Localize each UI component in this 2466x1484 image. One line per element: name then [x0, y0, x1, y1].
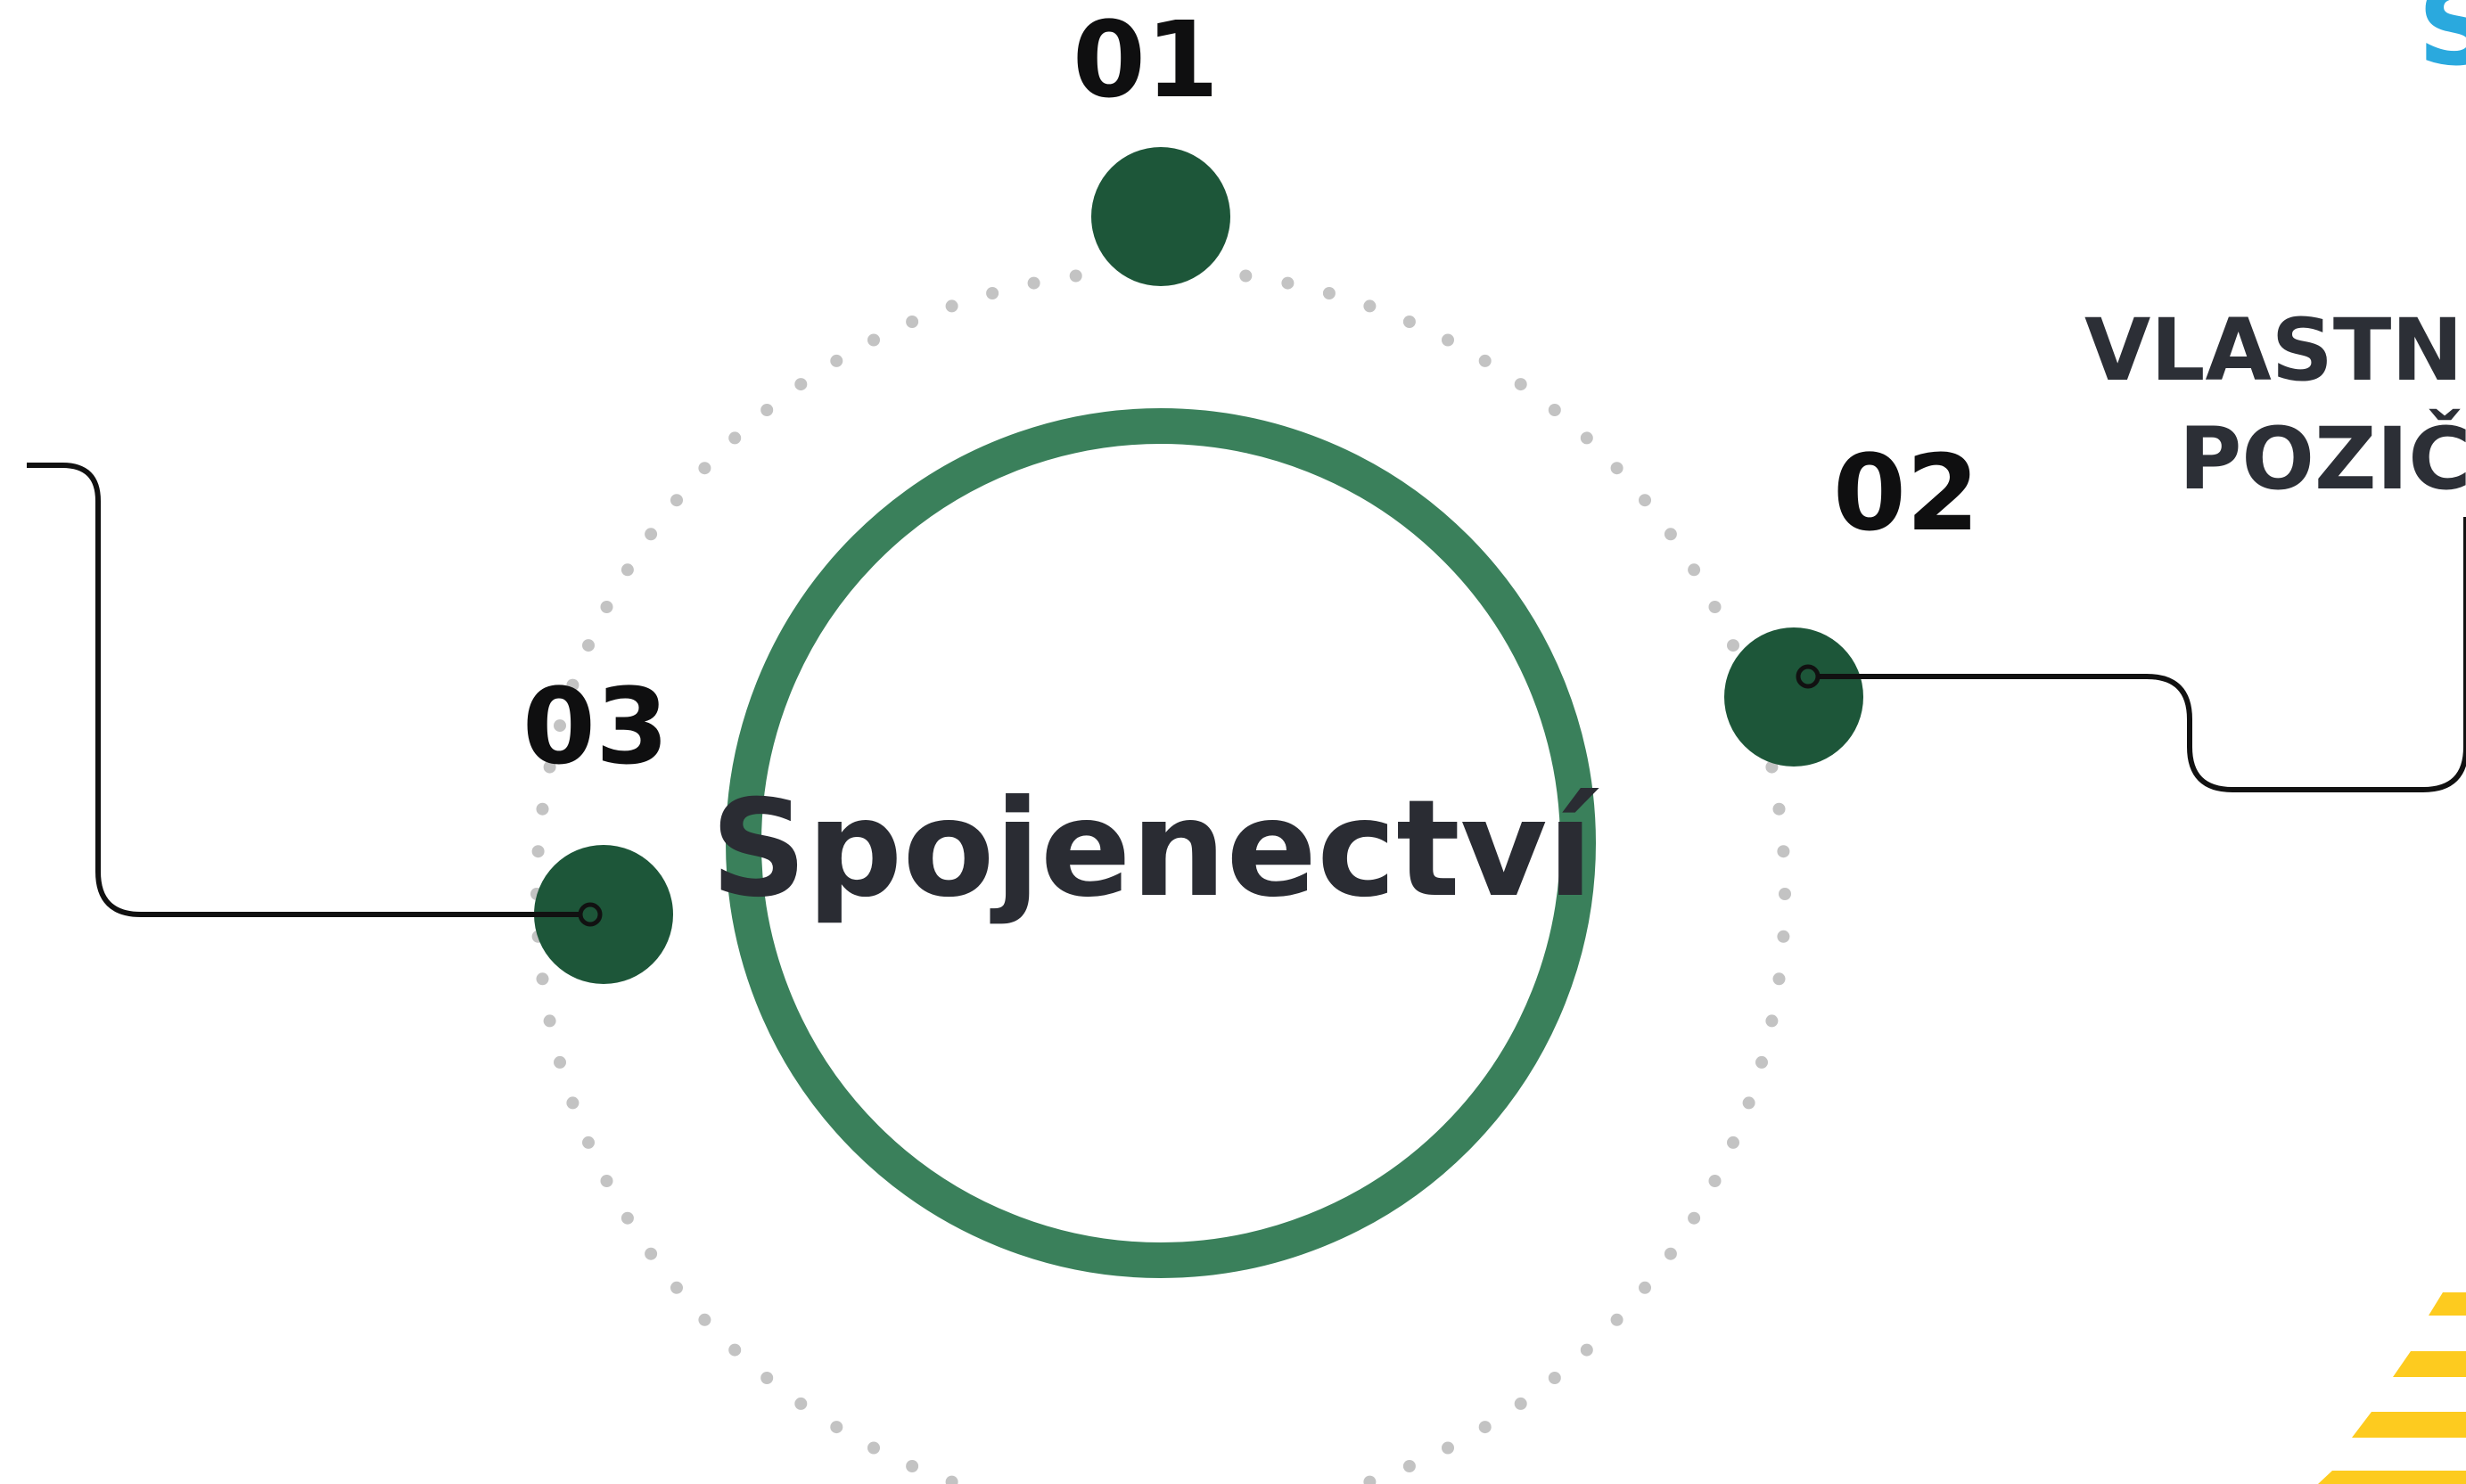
orbit-dot — [1688, 1211, 1701, 1225]
step-number-03: 03 — [522, 665, 669, 788]
center-ring — [726, 408, 1596, 1278]
orbit-dot — [566, 1096, 580, 1110]
orbit-dot — [1765, 1014, 1779, 1028]
orbit-dot — [1639, 494, 1651, 507]
orbit-dot — [1281, 276, 1295, 290]
orbit-dot — [906, 1460, 919, 1472]
orbit-dot — [728, 431, 742, 445]
orbit-dot — [728, 1343, 742, 1357]
orbit-dot — [1610, 462, 1623, 475]
orbit-dot — [645, 1247, 658, 1260]
orbit-dot — [1514, 378, 1527, 391]
orbit-dot — [830, 354, 843, 367]
orbit-dot — [645, 528, 658, 541]
orbit-dot — [1772, 972, 1786, 986]
orbit-dot — [1639, 1281, 1651, 1294]
orbit-dot — [1322, 287, 1336, 299]
step-node-01 — [1091, 147, 1230, 286]
step-node-03 — [534, 845, 673, 984]
center-title: Spojenectví — [711, 772, 1600, 927]
orbit-dot — [566, 678, 580, 692]
orbit-dot — [1363, 1475, 1377, 1484]
connector-03-anchor — [578, 902, 603, 927]
orbit-dot — [1755, 1055, 1768, 1069]
orbit-dot — [1478, 1421, 1492, 1434]
orbit-dot — [600, 1175, 613, 1187]
step-number-02: 02 — [1833, 431, 1979, 554]
orbit-dot — [531, 845, 545, 858]
orbit-dot — [794, 1397, 808, 1410]
corner-letter: S — [2418, 0, 2466, 90]
orbit-dot — [1727, 1136, 1739, 1149]
orbit-dot — [1708, 1175, 1722, 1187]
orbit-dot — [536, 802, 549, 816]
step-label-02-line1: VLASTNĚ — [2084, 299, 2466, 400]
orbit-dot — [1610, 1313, 1623, 1326]
orbit-dot — [1239, 269, 1253, 283]
orbit-dot — [1777, 930, 1790, 943]
orbit-dot — [670, 1281, 683, 1294]
orbit-dot — [1708, 601, 1722, 613]
orbit-dot — [830, 1421, 843, 1434]
orbit-dot — [760, 404, 774, 416]
orbit-dot — [760, 1372, 774, 1384]
orbit-dot — [1664, 1247, 1677, 1260]
orbit-dot — [1580, 1343, 1593, 1357]
orbit-dot — [1727, 639, 1739, 652]
orbit-dot — [1742, 1096, 1755, 1110]
orbit-dot — [1779, 888, 1791, 900]
orbit-dot — [554, 719, 566, 733]
orbit-dot — [1664, 528, 1677, 541]
orbit-dot — [1548, 1372, 1561, 1384]
orbit-dot — [1363, 299, 1377, 313]
orbit-dot — [554, 1055, 566, 1069]
orbit-dot — [867, 333, 880, 347]
orbit-dot — [945, 1475, 958, 1484]
connector-03 — [27, 463, 590, 917]
orbit-dot — [698, 462, 711, 475]
orbit-dot — [1402, 1460, 1416, 1472]
orbit-dot — [1069, 269, 1082, 283]
orbit-dot — [543, 1014, 556, 1028]
orbit-dot — [945, 299, 958, 313]
yellow-stripes-decoration — [2318, 1292, 2466, 1484]
orbit-dot — [621, 563, 634, 577]
orbit-dot — [582, 639, 595, 652]
connector-02 — [1808, 517, 2466, 792]
orbit-dot — [1688, 563, 1701, 577]
orbit-dot — [1442, 333, 1454, 347]
orbit-dot — [986, 287, 999, 299]
orbit-dot — [794, 378, 808, 391]
step-label-02-line2: POZIČ — [2179, 408, 2466, 509]
orbit-dot — [600, 601, 613, 613]
orbit-dot — [1027, 276, 1040, 290]
step-number-01: 01 — [1073, 0, 1219, 121]
orbit-dot — [1765, 760, 1779, 774]
orbit-dot — [621, 1211, 634, 1225]
orbit-dot — [906, 316, 919, 328]
orbit-dot — [1777, 845, 1790, 858]
orbit-dot — [1402, 316, 1416, 328]
orbit-dot — [1772, 802, 1786, 816]
orbit-dot — [1478, 354, 1492, 367]
step-node-02 — [1724, 627, 1863, 767]
connector-02-anchor — [1796, 664, 1821, 689]
orbit-dot — [1442, 1441, 1454, 1455]
orbit-dot — [670, 494, 683, 507]
orbit-dot — [1580, 431, 1593, 445]
orbit-dot — [1514, 1397, 1527, 1410]
orbit-dot — [698, 1313, 711, 1326]
orbit-dot — [543, 760, 556, 774]
orbit-dot — [536, 972, 549, 986]
orbit-dot — [1548, 404, 1561, 416]
orbit-dot — [867, 1441, 880, 1455]
orbit-dot — [582, 1136, 595, 1149]
